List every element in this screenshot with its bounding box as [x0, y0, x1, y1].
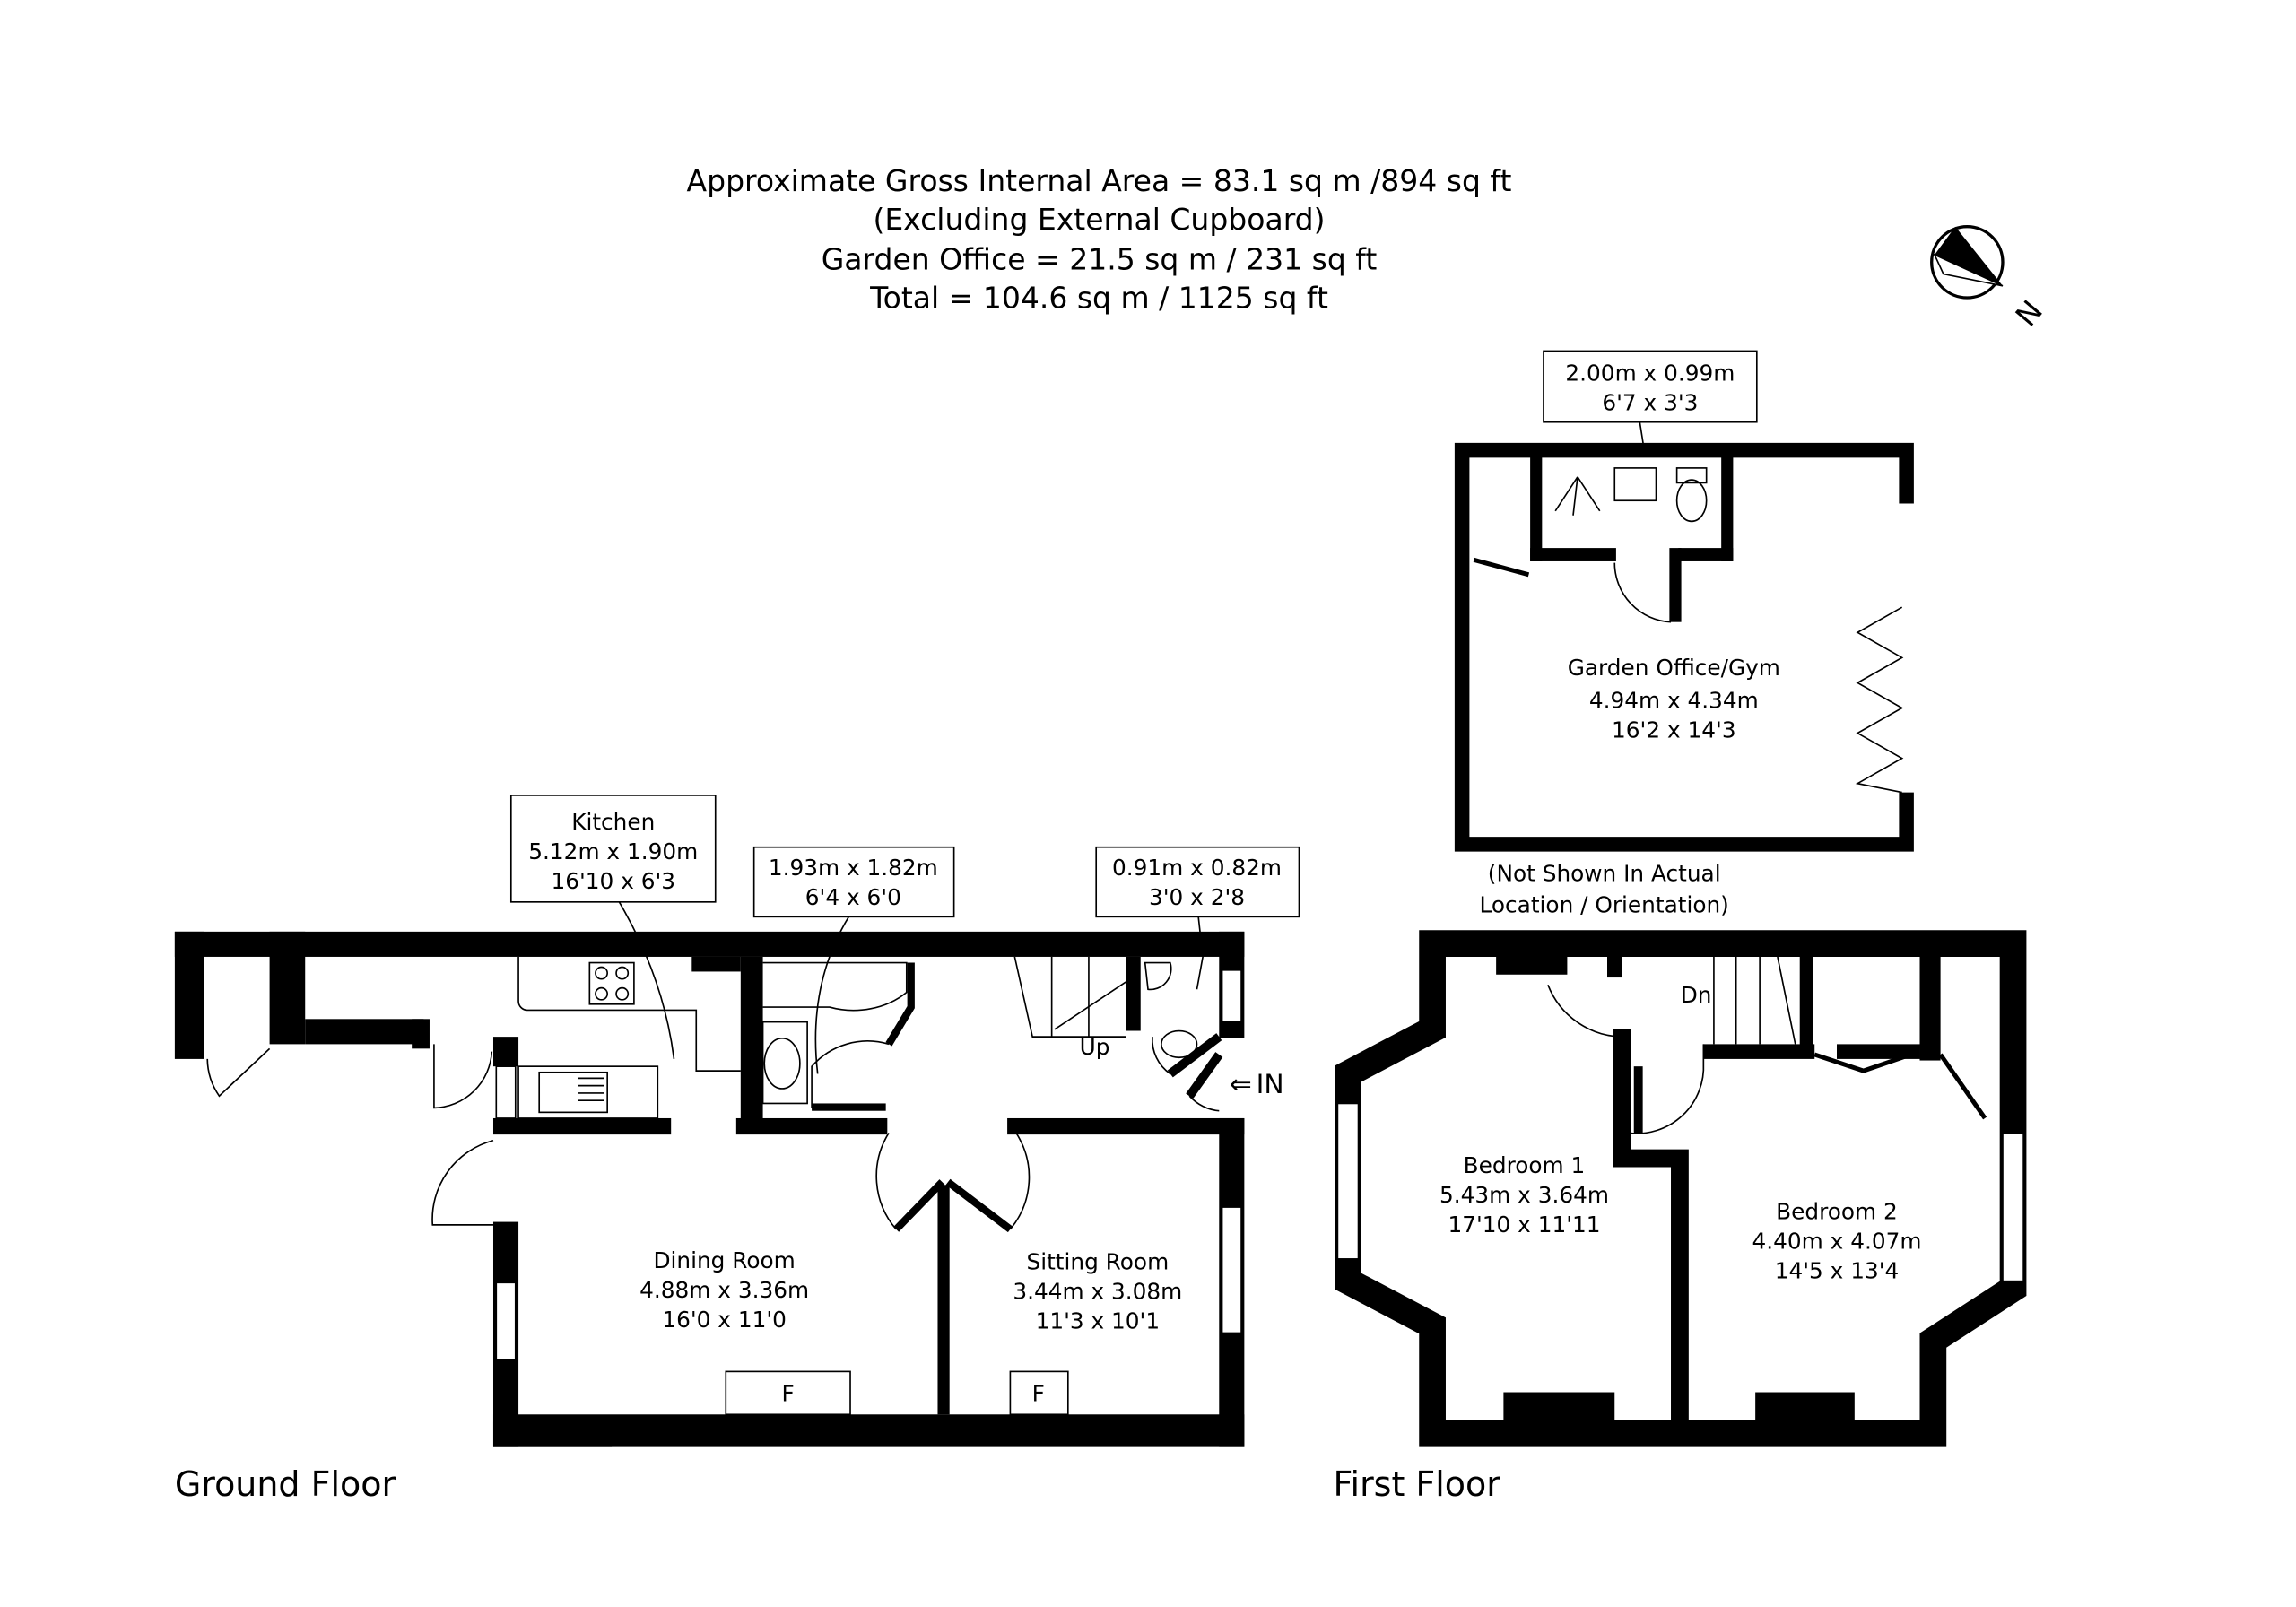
garden-office-imperial: 16'2 x 14'3: [1612, 717, 1736, 743]
fireplace-dining: [725, 1370, 851, 1416]
sitting-room-name: Sitting Room: [1026, 1248, 1169, 1274]
fireplace-sitting-label: F: [1032, 1380, 1045, 1406]
ground-floor-plan: Up ⇐ IN F F Dining Room 4.88m x 3.36m 16…: [174, 795, 1300, 1504]
area-line-1: Approximate Gross Internal Area = 83.1 s…: [687, 163, 1512, 198]
shower-room-imperial: 6'7 x 3'3: [1602, 389, 1698, 415]
garden-office-plan: Garden Office/Gym 4.94m x 4.34m 16'2 x 1…: [1454, 350, 1914, 917]
kitchen-imperial: 16'10 x 6'3: [551, 868, 675, 894]
compass-icon: N: [1930, 225, 2049, 333]
area-line-4: Total = 104.6 sq m / 1125 sq ft: [869, 281, 1328, 316]
fireplace-dining-label: F: [782, 1380, 795, 1406]
location-note-1: (Not Shown In Actual: [1488, 861, 1721, 887]
wc-label-box: [1095, 846, 1300, 918]
area-summary: Approximate Gross Internal Area = 83.1 s…: [687, 163, 1512, 315]
first-floor-plan: Dn Bedroom 1 5.43m x 3.64m 17'10 x 11'11…: [1333, 930, 2027, 1504]
dining-room-metric: 4.88m x 3.36m: [639, 1277, 809, 1303]
area-line-2: (Excluding External Cupboard): [873, 202, 1325, 237]
bedroom2-metric: 4.40m x 4.07m: [1752, 1228, 1922, 1254]
bedroom2-imperial: 14'5 x 13'4: [1775, 1257, 1900, 1283]
bathroom-imperial: 6'4 x 6'0: [805, 884, 901, 910]
ground-floor-label: Ground Floor: [175, 1464, 396, 1504]
entrance-arrow-icon: ⇐: [1230, 1069, 1252, 1100]
dining-room-name: Dining Room: [653, 1247, 795, 1273]
shower-room-metric: 2.00m x 0.99m: [1565, 360, 1735, 386]
first-floor-label: First Floor: [1333, 1464, 1500, 1504]
sitting-room-metric: 3.44m x 3.08m: [1013, 1278, 1182, 1304]
bedroom1-metric: 5.43m x 3.64m: [1439, 1182, 1609, 1208]
compass-north-label: N: [2008, 293, 2049, 333]
kitchen-label-box: [509, 795, 717, 903]
wc-metric: 0.91m x 0.82m: [1112, 855, 1282, 881]
bedroom1-imperial: 17'10 x 11'11: [1448, 1212, 1600, 1238]
kitchen-name: Kitchen: [571, 809, 655, 835]
kitchen-metric: 5.12m x 1.90m: [528, 838, 698, 864]
bathroom-label-box: [752, 846, 955, 918]
bedroom1-name: Bedroom 1: [1464, 1152, 1586, 1178]
ground-stairs-label: Up: [1080, 1034, 1110, 1060]
area-line-3: Garden Office = 21.5 sq m / 231 sq ft: [822, 242, 1378, 277]
bathroom-metric: 1.93m x 1.82m: [769, 855, 938, 881]
first-stairs-label: Dn: [1681, 982, 1712, 1008]
fireplace-sitting: [1009, 1370, 1069, 1416]
dining-room-imperial: 16'0 x 11'0: [662, 1307, 787, 1333]
garden-office-name: Garden Office/Gym: [1568, 655, 1780, 681]
sitting-room-imperial: 11'3 x 10'1: [1036, 1307, 1161, 1333]
bedroom2-name: Bedroom 2: [1776, 1198, 1898, 1224]
location-note-2: Location / Orientation): [1480, 891, 1729, 917]
wc-imperial: 3'0 x 2'8: [1149, 884, 1245, 910]
garden-office-metric: 4.94m x 4.34m: [1589, 687, 1759, 713]
shower-room-label-box: [1543, 350, 1758, 423]
entrance-label: IN: [1257, 1069, 1284, 1100]
